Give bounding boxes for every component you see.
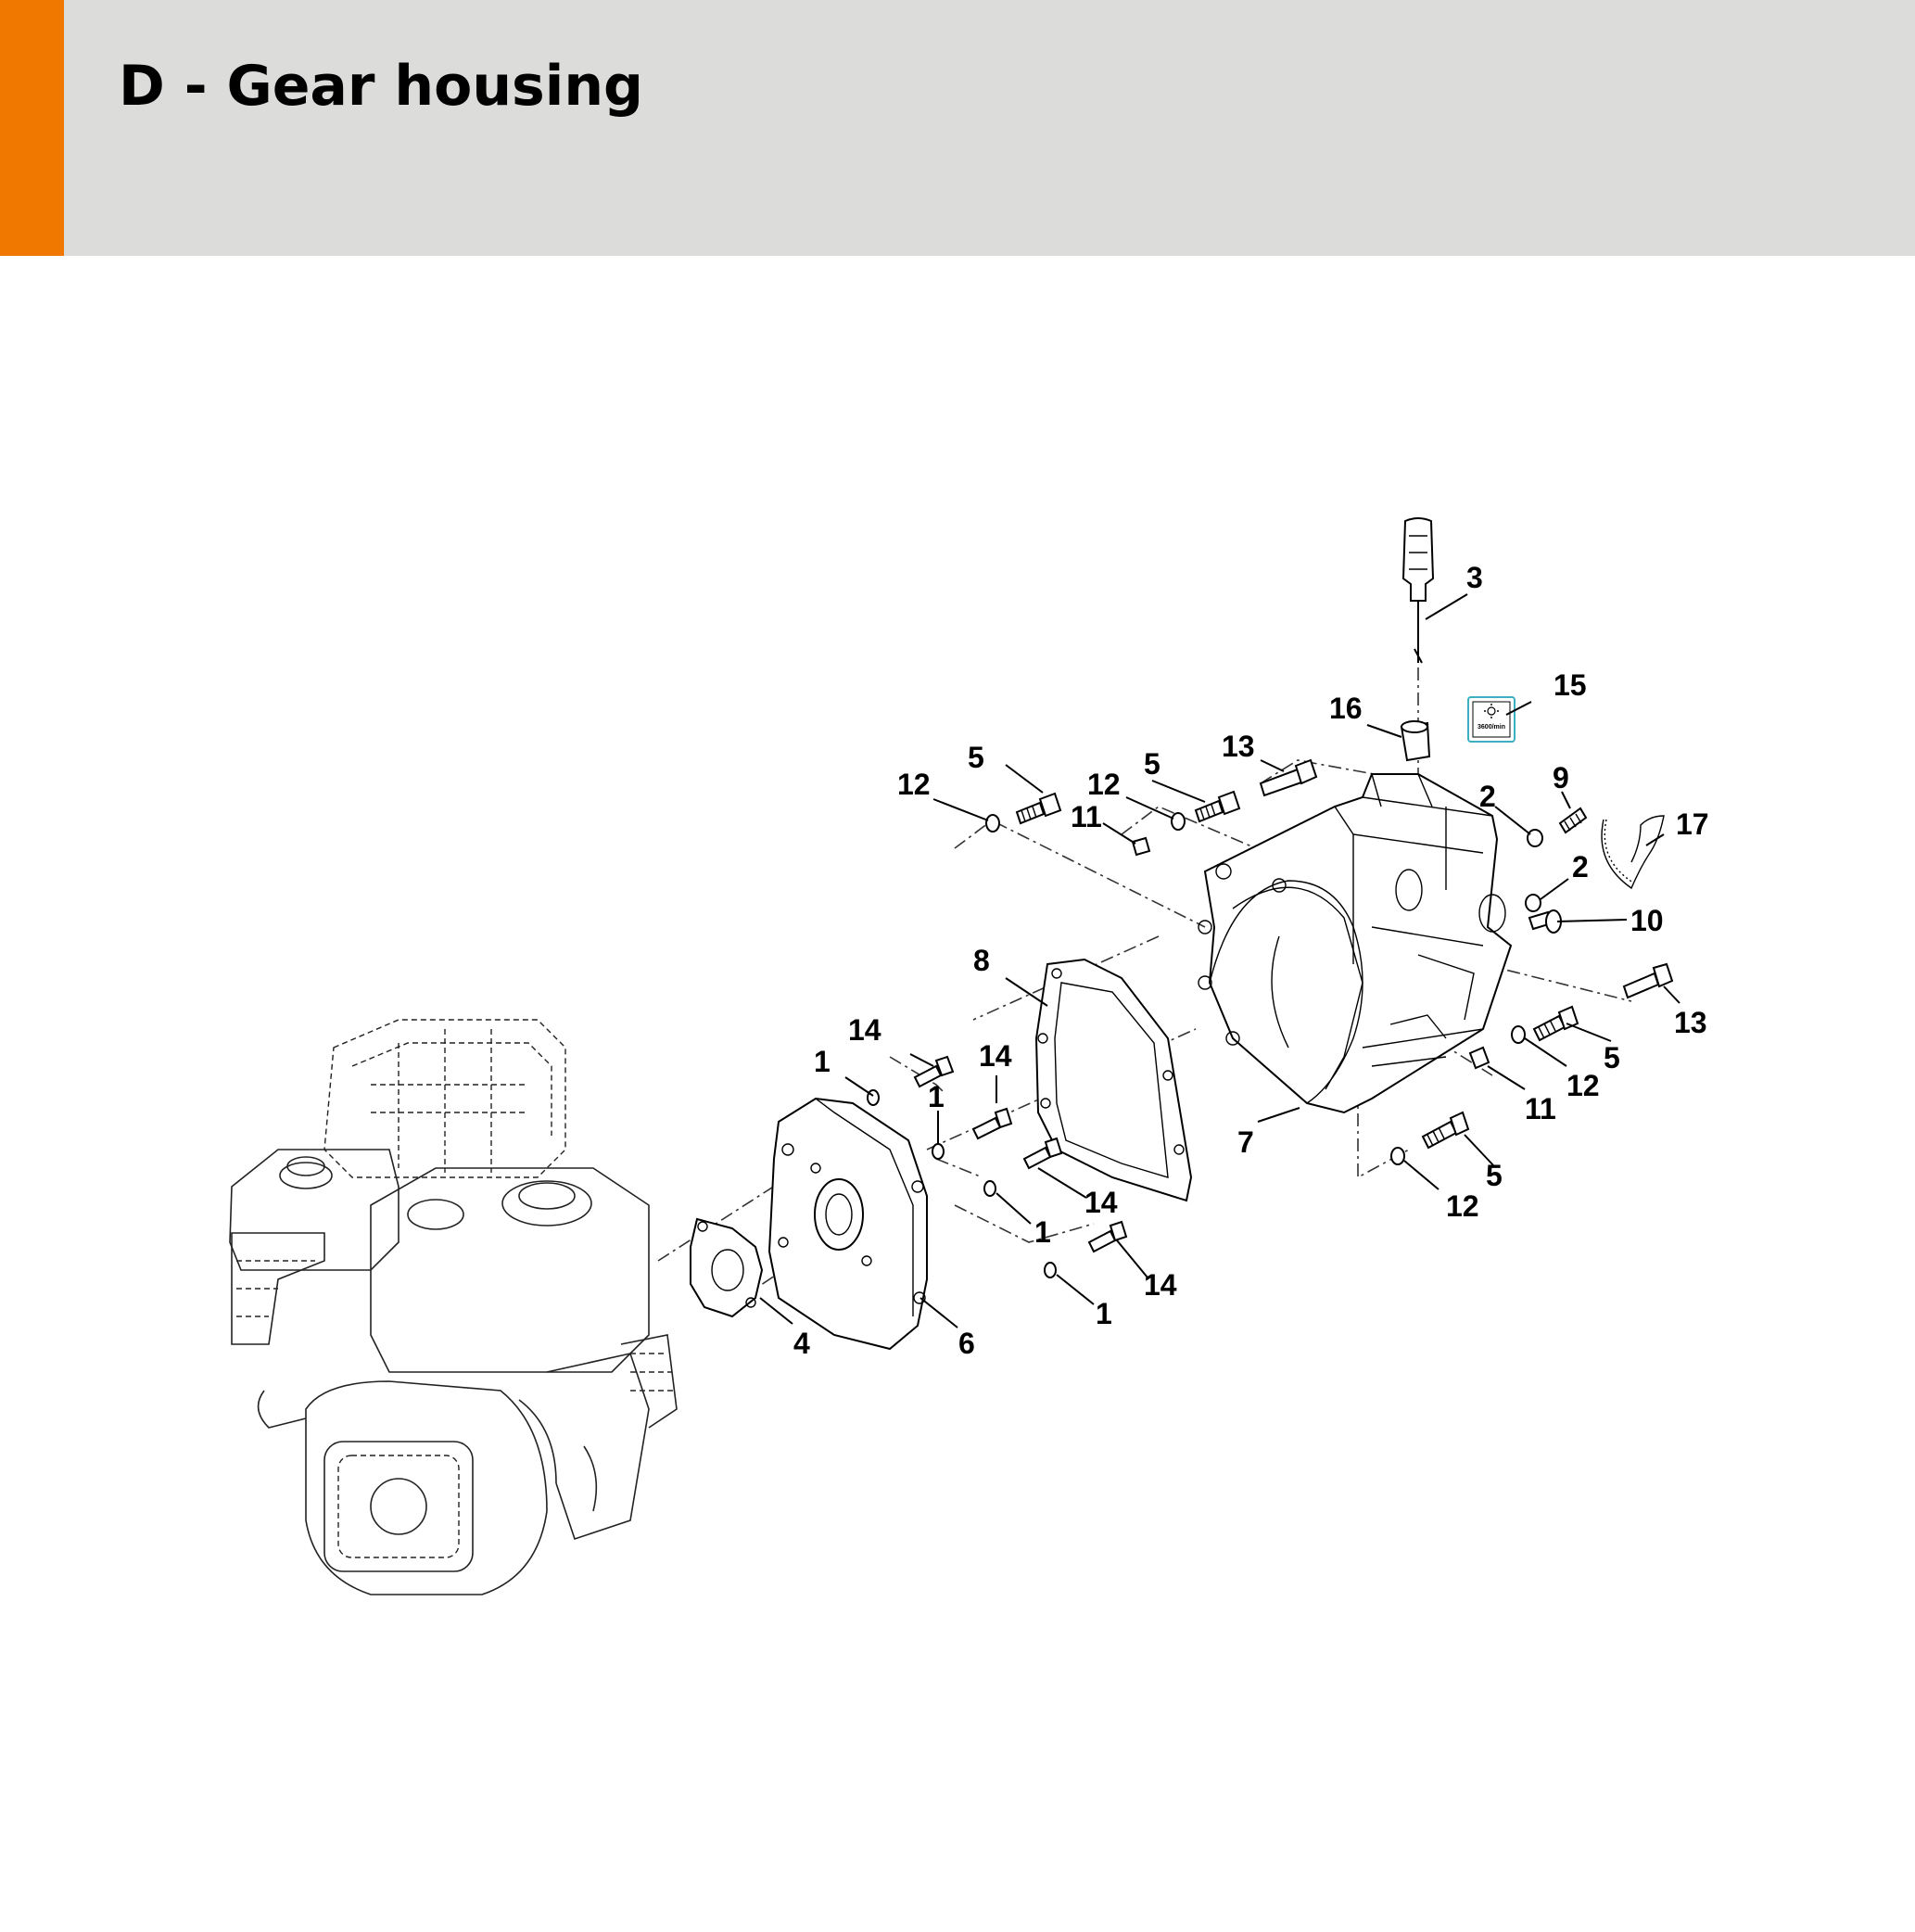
bolt-5-a (1015, 792, 1062, 825)
callout-2-b: 2 (1572, 850, 1589, 883)
callout-14-a: 14 (848, 1013, 881, 1047)
callout-5-a: 5 (968, 741, 984, 774)
sleeve-11-a (1131, 836, 1151, 857)
callout-8: 8 (973, 944, 990, 977)
callout-12-d: 12 (1446, 1189, 1479, 1223)
washer-12-a (985, 814, 1000, 833)
callout-14-c: 14 (1084, 1186, 1118, 1219)
label-decal-text: 3600/min (1477, 724, 1505, 731)
header-bar (0, 0, 1915, 256)
washer-1-c (983, 1180, 996, 1197)
callout-12-b: 12 (1087, 768, 1121, 801)
gasket-part-8 (1034, 958, 1193, 1202)
callout-1-d: 1 (1096, 1297, 1112, 1330)
gasket-part-4 (690, 1217, 764, 1318)
bolt-9 (1558, 807, 1588, 834)
callout-2-a: 2 (1479, 780, 1496, 813)
gear-housing-part-7 (1198, 773, 1513, 1114)
bolt-5-b (1194, 790, 1241, 823)
bolt-14-b (971, 1107, 1013, 1140)
plug-part-16 (1400, 720, 1431, 762)
callout-1-b: 1 (928, 1080, 945, 1113)
callout-labels: 3 15 16 13 5 12 12 5 11 2 9 17 2 10 13 8… (793, 561, 1709, 1360)
callout-12-a: 12 (897, 768, 931, 801)
callout-7: 7 (1237, 1125, 1254, 1159)
washer-1-b (932, 1143, 945, 1160)
callout-5-c: 5 (1604, 1041, 1620, 1074)
bolt-13-top (1259, 758, 1318, 797)
flange-part-6 (767, 1097, 928, 1351)
bolt-14-d (1087, 1220, 1128, 1253)
nut-2-b (1525, 894, 1541, 912)
washer-1-d (1044, 1262, 1057, 1278)
bolt-14-c (1022, 1137, 1063, 1170)
callout-14-d: 14 (1144, 1268, 1177, 1302)
nut-2-a (1527, 829, 1543, 847)
callout-1-a: 1 (814, 1045, 831, 1078)
callout-9: 9 (1553, 761, 1569, 794)
bolt-13-right (1622, 962, 1674, 999)
sleeve-11-b (1468, 1046, 1490, 1070)
callout-5-b: 5 (1144, 747, 1160, 781)
label-decal-part-15: 3600/min (1467, 696, 1516, 743)
callout-16: 16 (1329, 692, 1363, 725)
bolt-5-c (1532, 1005, 1579, 1042)
callout-17: 17 (1676, 807, 1709, 841)
bolt-14-a (913, 1055, 955, 1088)
callout-15: 15 (1554, 668, 1587, 702)
page-title: D - Gear housing (119, 54, 643, 119)
leader-lines (759, 593, 1680, 1328)
callout-6: 6 (958, 1327, 975, 1360)
washer-12-d (1390, 1147, 1405, 1165)
callout-4: 4 (793, 1327, 810, 1360)
callout-13-top: 13 (1222, 730, 1255, 763)
callout-5-d: 5 (1486, 1159, 1503, 1192)
callout-14-b: 14 (979, 1039, 1012, 1073)
engine-illustration (229, 1019, 678, 1595)
callout-11-a: 11 (1071, 800, 1102, 833)
washer-12-c (1511, 1025, 1526, 1044)
cable-tie-part-17 (1601, 815, 1665, 890)
screw-10 (1528, 909, 1562, 934)
callout-11-b: 11 (1525, 1092, 1556, 1125)
washer-12-b (1171, 812, 1186, 831)
callout-12-c: 12 (1566, 1069, 1600, 1102)
small-parts: 3600/min (867, 517, 1674, 1278)
screwdriver-part-3 (1401, 517, 1435, 664)
callout-10: 10 (1630, 904, 1664, 937)
bolt-5-d (1421, 1111, 1470, 1150)
callout-3: 3 (1466, 561, 1483, 594)
callout-13-right: 13 (1674, 1006, 1707, 1039)
callout-1-c: 1 (1034, 1215, 1051, 1249)
header-accent-stripe (0, 0, 64, 256)
